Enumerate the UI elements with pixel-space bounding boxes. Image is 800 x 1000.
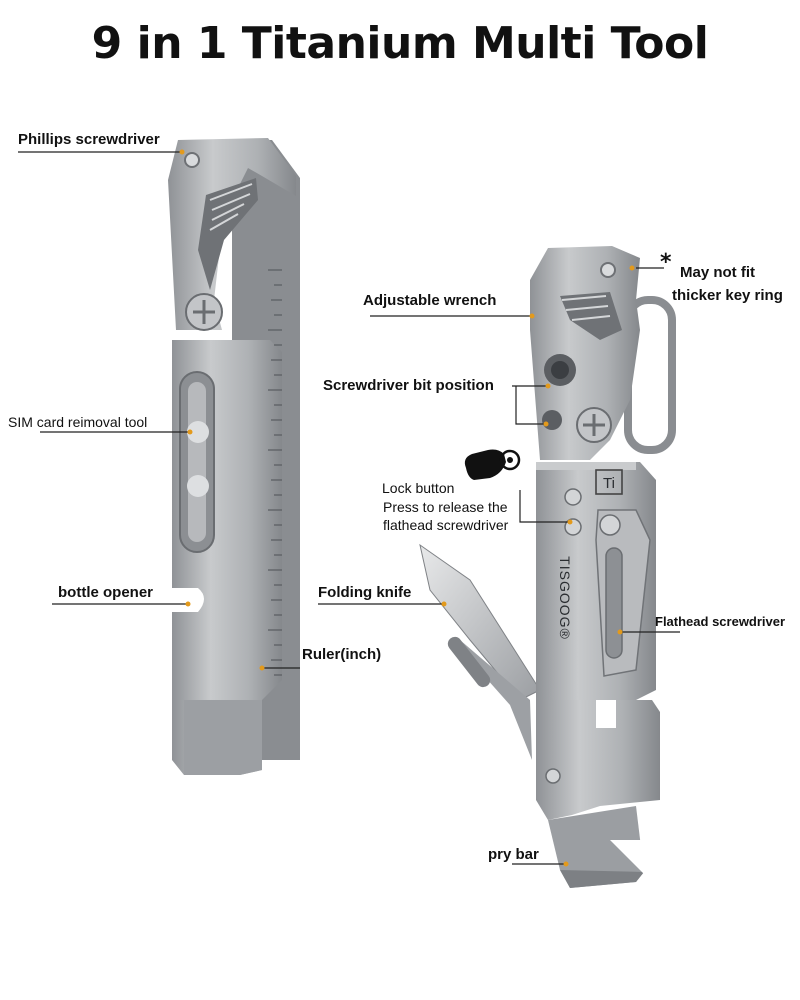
label-bit: Screwdriver bit position bbox=[323, 377, 494, 394]
label-lock-title: Lock button bbox=[382, 480, 455, 496]
label-wrench: Adjustable wrench bbox=[363, 292, 497, 309]
left-tool bbox=[168, 138, 300, 775]
anchor-dots bbox=[179, 149, 635, 867]
label-lock-line1: Press to release the bbox=[383, 499, 508, 515]
label-lock-line2: flathead screwdriver bbox=[383, 517, 509, 533]
label-bottle: bottle opener bbox=[58, 584, 154, 601]
label-keyring-line1: May not fit bbox=[680, 264, 755, 281]
label-keyring-line2: thicker key ring bbox=[672, 287, 783, 304]
label-sim: SIM card reimoval tool bbox=[8, 414, 148, 430]
asterisk-mark: * bbox=[660, 250, 672, 275]
label-phillips: Phillips screwdriver bbox=[18, 131, 160, 148]
page-title: 9 in 1 Titanium Multi Tool bbox=[91, 18, 709, 69]
label-ruler: Ruler(inch) bbox=[302, 646, 382, 663]
brand-logo: TISGOOG® bbox=[557, 556, 573, 640]
right-tool bbox=[419, 246, 676, 888]
leader-lines bbox=[18, 151, 680, 865]
label-knife: Folding knife bbox=[318, 584, 412, 601]
label-flathead: Flathead screwdriver bbox=[655, 614, 786, 629]
label-pry: pry bar bbox=[488, 846, 539, 863]
ti-mark: Ti bbox=[603, 475, 615, 492]
press-finger-icon bbox=[464, 449, 521, 480]
